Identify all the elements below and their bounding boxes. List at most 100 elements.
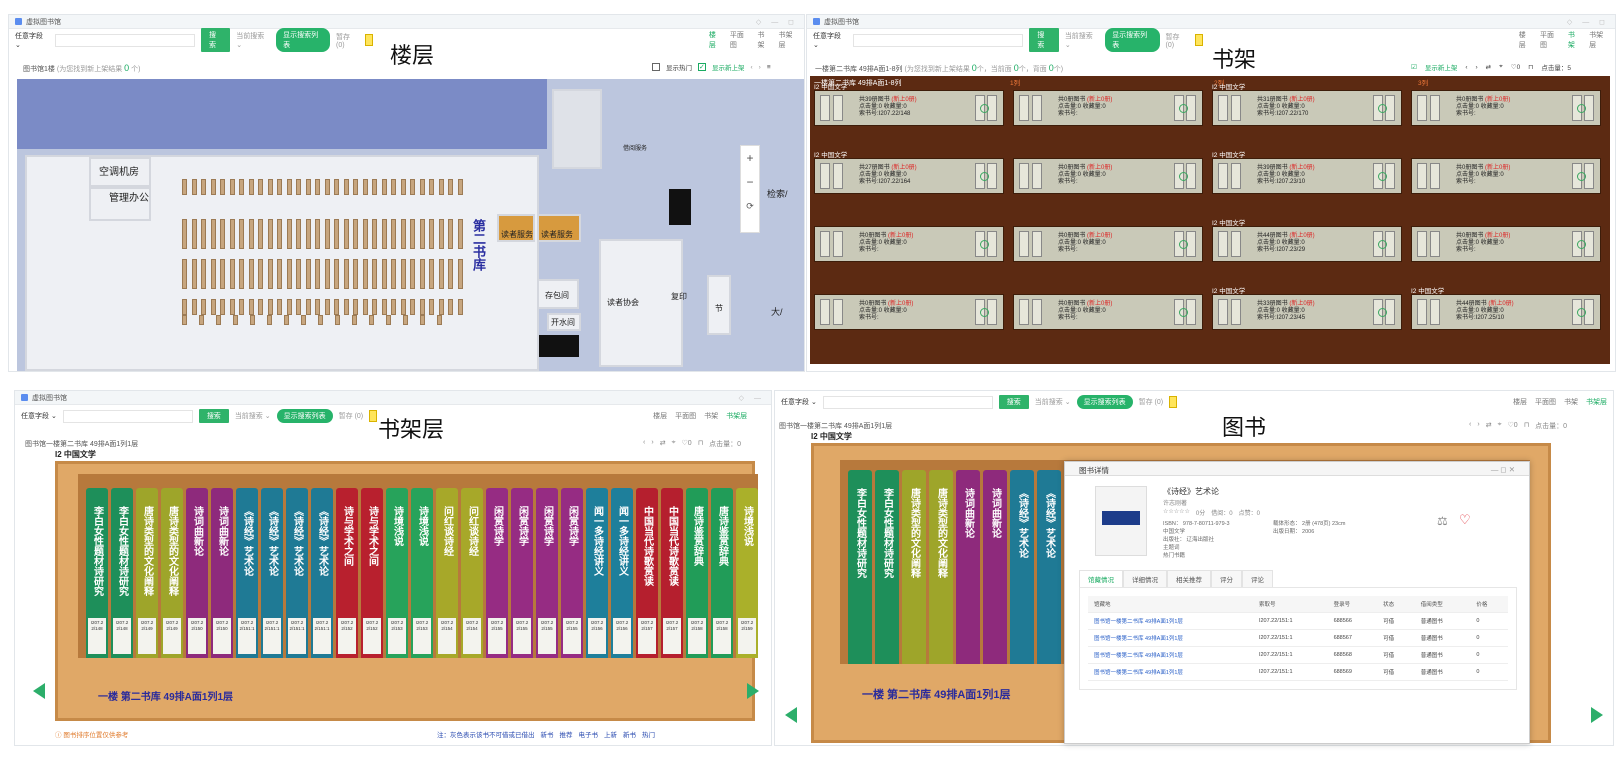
reader-service-desk-2[interactable] — [537, 214, 581, 242]
search-button[interactable]: 搜索 — [1029, 28, 1059, 52]
tab-layer[interactable]: 书架层 — [726, 413, 748, 420]
hot-checkbox[interactable] — [652, 63, 660, 71]
tab-floor[interactable]: 楼层 — [653, 413, 668, 420]
book-spine[interactable]: 诗词曲新论 — [956, 470, 980, 664]
room-assoc[interactable] — [599, 239, 683, 367]
holding-location[interactable]: 图书馆一楼第二书库 49排A面1列1层 — [1088, 663, 1253, 681]
swap-icon[interactable]: ⇄ — [1485, 422, 1492, 429]
tab-shelf[interactable]: 书架 — [1564, 399, 1579, 406]
expand-icon[interactable] — [1577, 240, 1586, 249]
tab-layer[interactable]: 书架层 — [1586, 399, 1608, 406]
tab-plan[interactable]: 平面图 — [1540, 32, 1555, 49]
reader-service-desk-1[interactable] — [497, 214, 535, 242]
window-controls[interactable]: ◇ — ◻ — [1566, 18, 1609, 26]
tab-shelf[interactable]: 书架 — [1567, 32, 1575, 49]
expand-icon[interactable] — [980, 104, 989, 113]
zoom-in-icon[interactable]: + — [746, 151, 754, 165]
tab-shelf[interactable]: 书架 — [704, 413, 719, 420]
search-button[interactable]: 搜索 — [198, 409, 229, 423]
expand-icon[interactable] — [1179, 172, 1188, 181]
prev-icon[interactable]: ‹ — [1465, 63, 1468, 71]
next-icon[interactable]: › — [1475, 63, 1478, 71]
search-input[interactable] — [853, 33, 1024, 47]
search-input[interactable] — [62, 409, 193, 423]
tab-floor[interactable]: 楼层 — [1518, 32, 1526, 49]
book-spine[interactable]: 李白女性题材诗研究 — [875, 470, 899, 664]
book-spine[interactable]: 《诗经》艺术论 — [1037, 470, 1061, 664]
favorite-heart-icon[interactable]: ♡ — [1459, 512, 1471, 527]
expand-icon[interactable] — [1179, 240, 1188, 249]
expand-icon[interactable] — [1378, 172, 1387, 181]
expand-icon[interactable] — [980, 308, 989, 317]
holding-location[interactable]: 图书馆一楼第二书库 49排A面1列1层 — [1088, 629, 1253, 647]
book-spine[interactable]: 《诗经》艺术论 — [1010, 470, 1034, 664]
temp-label[interactable]: 暂存 (0) — [1138, 399, 1164, 406]
show-list-button[interactable]: 显示搜索列表 — [1105, 28, 1160, 52]
heart-icon[interactable]: ♡0 — [681, 440, 692, 447]
location-icon[interactable]: ⌖ — [671, 439, 676, 446]
holding-location[interactable]: 图书馆一楼第二书库 49排A面1列1层 — [1088, 646, 1253, 664]
tab-related[interactable]: 相关推荐 — [1167, 570, 1211, 587]
tab-details[interactable]: 详细情况 — [1123, 570, 1167, 587]
heart-icon[interactable]: ♡0 — [1510, 64, 1521, 71]
book-spine[interactable]: 诗词曲新论 — [983, 470, 1007, 664]
expand-icon[interactable] — [1577, 104, 1586, 113]
book-spine[interactable]: 李白女性题材诗研究 — [848, 470, 872, 664]
next-icon[interactable]: › — [758, 63, 761, 71]
tab-plan[interactable]: 平面图 — [675, 413, 697, 420]
modal-close-icon[interactable]: — ◻ ✕ — [1490, 465, 1515, 474]
expand-icon[interactable] — [1577, 172, 1586, 181]
search-input[interactable] — [822, 395, 993, 409]
next-shelf-icon[interactable] — [1591, 707, 1603, 723]
scope-select[interactable]: 任意字段 ⌄ — [15, 33, 43, 49]
expand-icon[interactable] — [1179, 308, 1188, 317]
tab-layer[interactable]: 书架层 — [778, 32, 793, 49]
window-controls[interactable]: ◇ — ◻ — [755, 18, 798, 26]
menu-icon[interactable]: ≡ — [766, 63, 771, 71]
show-list-button[interactable]: 显示搜索列表 — [1076, 395, 1133, 409]
prev-shelf-icon[interactable] — [785, 707, 797, 723]
prev-icon[interactable]: ‹ — [643, 439, 646, 446]
expand-icon[interactable] — [980, 240, 989, 249]
tab-layer[interactable]: 书架层 — [1589, 32, 1604, 49]
tab-holdings[interactable]: 馆藏情况 — [1079, 570, 1123, 587]
search-button[interactable]: 搜索 — [200, 28, 231, 52]
next-icon[interactable]: › — [1477, 421, 1480, 428]
expand-icon[interactable] — [1378, 240, 1387, 249]
temp-box-icon[interactable] — [1195, 34, 1203, 46]
current-search-select[interactable]: 当前搜索 ⌄ — [1034, 399, 1071, 406]
heart-icon[interactable]: ♡0 — [1507, 422, 1518, 429]
new-checkbox[interactable]: ☑ — [1411, 64, 1417, 71]
lock-icon[interactable]: ⊓ — [697, 440, 704, 447]
temp-label[interactable]: 暂存 (0) — [335, 33, 350, 49]
room-storage[interactable] — [537, 279, 579, 309]
